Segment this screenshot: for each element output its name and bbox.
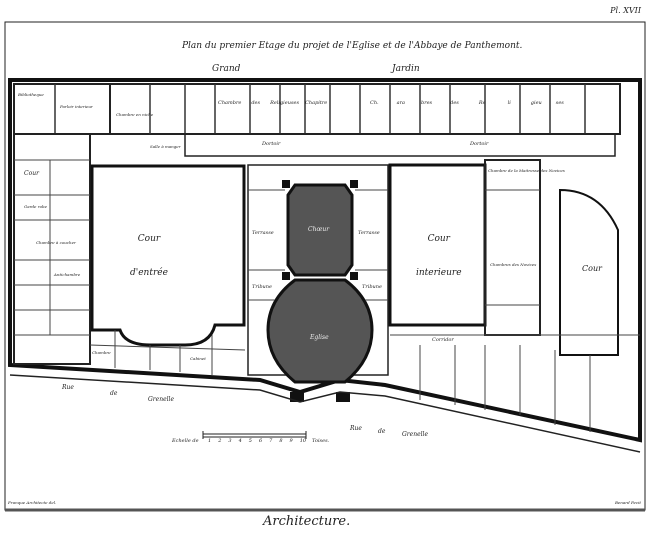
room-terrasse-right: Terrasse [358, 230, 380, 236]
cells-row-left: Chambre des Religieuses Chapitre [218, 100, 327, 106]
room-novices: Chambres des Novices [490, 262, 537, 267]
room-cour-entree: Cour d'entrée [130, 222, 168, 290]
scale-tick: 3 [228, 438, 232, 444]
right-wing-walls [390, 189, 640, 432]
room-cour-right: Cour [582, 264, 602, 273]
cell-label: Chambre [218, 100, 242, 106]
cell-label: Re [478, 100, 486, 106]
room-dortoir-right: Dortoir [470, 141, 489, 147]
scale-tick: 8 [279, 438, 283, 444]
cour-entree-label-2: d'entrée [130, 268, 168, 278]
cell-label: ses [555, 100, 564, 106]
room-tribune-right: Tribune [362, 284, 382, 290]
cells-row: Ch. ara bres des Re li gieu ses [370, 100, 564, 106]
left-wing [13, 133, 91, 365]
scale-tick: 2 [218, 438, 222, 444]
church-piers [282, 180, 358, 402]
cour-interieure-label-1: Cour [427, 234, 450, 244]
cour-right-outline [559, 188, 619, 356]
street-right-de: de [378, 428, 386, 435]
plate-number: Pl. XVII [610, 6, 641, 15]
cell-walls [149, 84, 586, 134]
scale-tick: 10 [299, 438, 307, 444]
scale-tick: 1 [208, 438, 212, 444]
room-chambre-coucher: Chambre à coucher [36, 240, 76, 245]
room-chambre-niche: Chambre en niche [116, 112, 154, 117]
credit-left: Franque Architecte del. [8, 500, 57, 505]
room-terrasse-left: Terrasse [252, 230, 274, 236]
room-chambre: Chambre [92, 350, 111, 355]
cell-label: gieu [530, 100, 542, 106]
room-cour-left: Cour [24, 170, 39, 177]
scale-tick: 4 [238, 438, 242, 444]
cell-label: Religieuses [270, 100, 300, 106]
room-antichambre: Antichambre [54, 272, 81, 277]
plate-title: Plan du premier Etage du projet de l'Egl… [182, 41, 523, 51]
scale-bar [202, 431, 307, 439]
scale-tick: 6 [258, 438, 263, 444]
room-bibliotheque: Bibliotheque [18, 92, 44, 97]
street-left-de: de [110, 390, 118, 397]
credit-right: Benard Fecit [614, 500, 641, 505]
room-cabinet: Cabinet [190, 356, 206, 361]
dortoir-corridor [184, 133, 616, 157]
cell-label: ara [396, 100, 405, 106]
street-right-grenelle: Grenelle [402, 431, 429, 438]
scale-tick: 9 [289, 438, 293, 444]
room-maitresse: Chambre de la Maitresse des Novices [488, 168, 565, 173]
room-corridor: Corridor [432, 337, 454, 343]
cell-label: Chapitre [305, 100, 328, 106]
room-parloir: Parloir interieur [60, 104, 93, 109]
scale-tick: 5 [248, 438, 252, 444]
cell-label: des [251, 100, 261, 106]
cell-label: bres [421, 100, 433, 106]
street-right-rue: Rue [350, 425, 362, 432]
scale-tick: 7 [269, 438, 273, 444]
left-wing-walls [14, 159, 90, 336]
room-dortoir-left: Dortoir [262, 141, 281, 147]
street-left-grenelle: Grenelle [148, 396, 175, 403]
cour-interieure-label-2: interieure [416, 268, 462, 278]
cour-entree-outline [90, 164, 246, 347]
eglise-shape [266, 278, 374, 384]
cour-entree-label-1: Cour [137, 234, 161, 244]
room-cour-interieure: Cour interieure [416, 222, 462, 290]
bottom-left-walls [89, 330, 246, 375]
room-salle-a-manger: Salle à manger [150, 144, 181, 149]
room-garde-robe: Garde robe [24, 204, 47, 209]
scale-unit: Toises. [312, 438, 330, 444]
garden-label-jardin: Jardin [392, 64, 420, 74]
street-left-rue: Rue [62, 384, 74, 391]
cell-label: li [507, 100, 511, 106]
church-walls [248, 189, 388, 301]
scale-label: Echelle de [172, 438, 199, 444]
room-tribune-left: Tribune [252, 284, 272, 290]
cell-label: Ch. [370, 100, 379, 106]
room-choeur: Chœur [308, 226, 330, 233]
cell-label: des [450, 100, 459, 106]
garden-label-grand: Grand [212, 64, 241, 74]
footer-architecture: Architecture. [263, 514, 351, 529]
room-eglise: Eglise [310, 334, 329, 341]
choeur-shape [286, 183, 354, 277]
street-edge [9, 374, 641, 453]
